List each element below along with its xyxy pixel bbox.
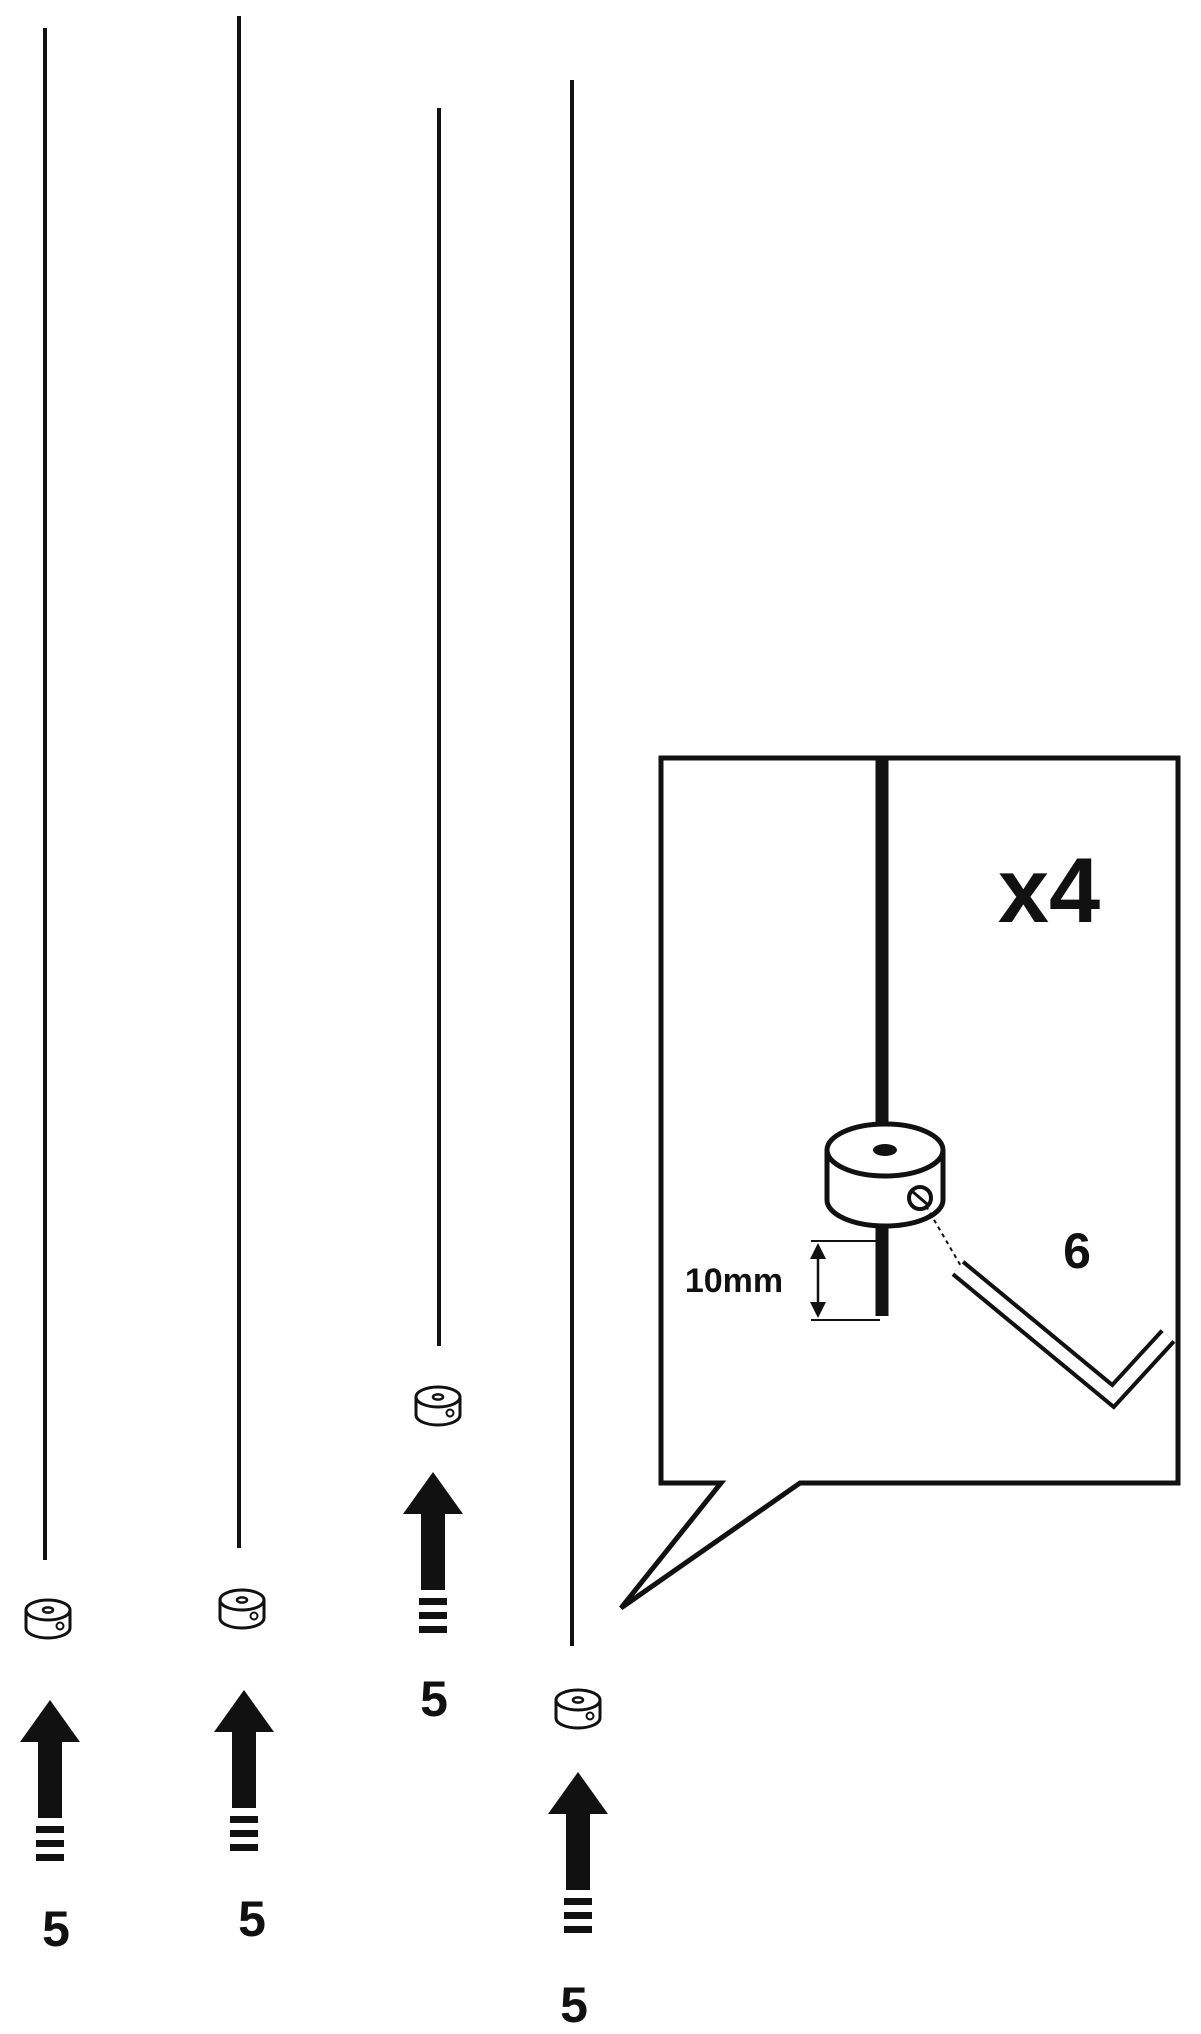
arrow-up-icon	[548, 1772, 608, 1933]
rod-1-group: 5	[20, 28, 80, 1957]
arrow-up-icon	[403, 1472, 463, 1633]
step-count-label-4: 5	[560, 1977, 588, 2033]
step-count-label-2: 5	[238, 1891, 266, 1947]
tool-guide-line	[925, 1205, 963, 1269]
collar-1-icon	[24, 1598, 72, 1640]
detail-callout: x4 6 10mm	[619, 755, 1181, 1611]
shaft-collar-icon	[824, 1121, 946, 1229]
step-count-label-1: 5	[42, 1901, 70, 1957]
hex-key-icon	[951, 1260, 1176, 1410]
rod-4-group: 5	[548, 80, 608, 2033]
rod-2-group: 5	[214, 16, 274, 1947]
collar-3-icon	[414, 1385, 462, 1427]
quantity-multiplier: x4	[998, 840, 1100, 942]
dimension-label: 10mm	[685, 1262, 783, 1300]
arrow-up-icon	[214, 1690, 274, 1851]
tool-size-label: 6	[1063, 1223, 1091, 1279]
step-count-label-3: 5	[420, 1671, 448, 1727]
collar-2-icon	[218, 1588, 266, 1630]
collar-4-icon	[554, 1688, 602, 1730]
arrow-up-icon	[20, 1700, 80, 1861]
dimension-marker	[810, 1240, 880, 1321]
rod-3-group: 5	[403, 108, 463, 1727]
